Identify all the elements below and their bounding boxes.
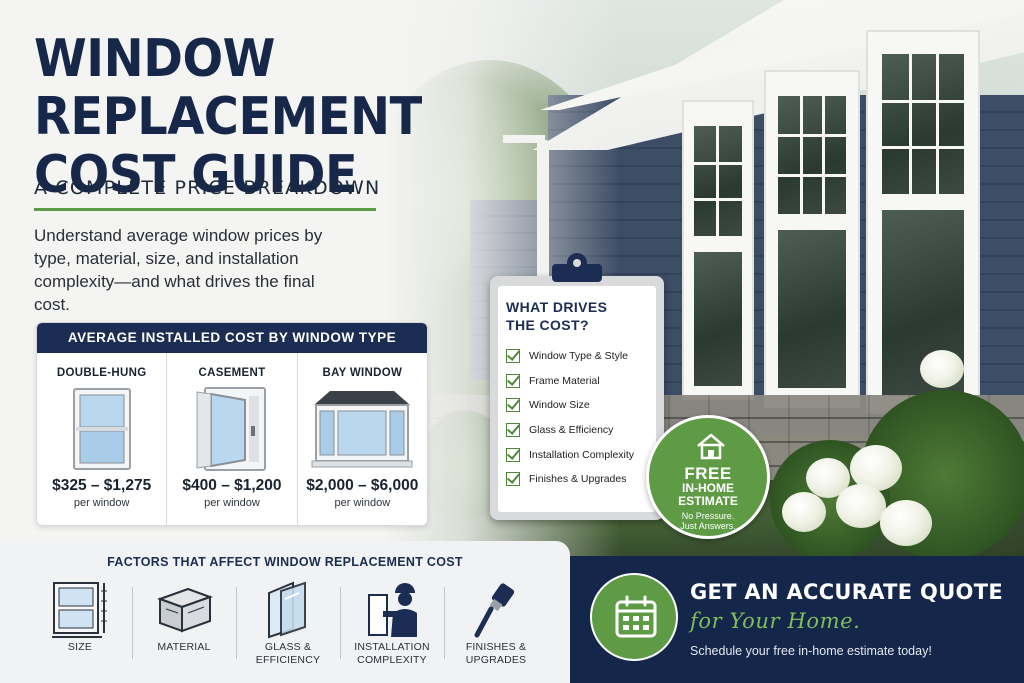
factor-installation: INSTALLATION COMPLEXITY xyxy=(340,579,444,675)
checklist-item-label: Finishes & Upgrades xyxy=(529,473,627,486)
badge-line1: IN-HOME xyxy=(682,481,734,495)
price-unit: per window xyxy=(73,497,130,509)
badge-free-text: FREE xyxy=(684,464,732,483)
house-window-middle xyxy=(764,70,860,408)
hydrangea-bloom xyxy=(836,484,886,528)
cost-card-bay-window: BAY WINDOW $2,000 – $6,000 per window xyxy=(296,353,427,525)
badge-note: No Pressure. Just Answers. xyxy=(649,511,767,531)
paintbrush-icon xyxy=(474,583,515,638)
factor-label: INSTALLATION COMPLEXITY xyxy=(340,641,444,667)
cost-drivers-clipboard: WHAT DRIVES THE COST? Window Type & Styl… xyxy=(490,253,664,520)
free-estimate-badge[interactable]: FREE IN-HOME ESTIMATE No Pressure. Just … xyxy=(646,415,770,539)
checklist-item-label: Installation Complexity xyxy=(529,448,635,461)
quote-cta-banner[interactable]: GET AN ACCURATE QUOTE for Your Home. Sch… xyxy=(570,556,1024,683)
checkbox-checked-icon xyxy=(506,447,520,462)
house-window-right xyxy=(866,30,980,414)
cost-panel-heading: AVERAGE INSTALLED COST BY WINDOW TYPE xyxy=(37,323,427,353)
factor-label-line1: GLASS & xyxy=(264,641,312,653)
factor-label-line2: COMPLEXITY xyxy=(357,654,427,666)
page-title-line1: WINDOW REPLACEMENT xyxy=(34,29,422,147)
drivers-checklist: Window Type & Style Frame Material Windo… xyxy=(506,344,634,492)
checklist-item-label: Window Type & Style xyxy=(529,350,629,363)
hydrangea-bloom xyxy=(880,500,932,546)
factor-material: MATERIAL xyxy=(132,579,236,675)
factor-label: GLASS & EFFICIENCY xyxy=(236,641,340,667)
checklist-item: Window Type & Style xyxy=(506,344,634,369)
factor-finishes: FINISHES & UPGRADES xyxy=(444,579,548,675)
window-type-name: CASEMENT xyxy=(198,367,266,379)
glass-pane-icon xyxy=(268,581,306,639)
window-type-name: BAY WINDOW xyxy=(322,367,403,379)
checkbox-checked-icon xyxy=(506,398,520,413)
green-divider xyxy=(34,208,376,211)
page-title-line2: COST GUIDE xyxy=(34,145,358,205)
window-price: $2,000 – $6,000 xyxy=(306,477,419,494)
double-hung-window-icon xyxy=(72,388,131,470)
factor-label-line1: SIZE xyxy=(67,641,93,653)
hydrangea-bloom xyxy=(850,445,902,491)
clipboard-clip-icon xyxy=(552,253,602,282)
bay-window-icon xyxy=(311,391,413,468)
checklist-item: Window Size xyxy=(506,393,634,418)
checkbox-checked-icon xyxy=(506,423,520,438)
drivers-title: WHAT DRIVES THE COST? xyxy=(506,298,646,334)
checklist-item: Finishes & Upgrades xyxy=(506,467,634,492)
cost-card-casement: CASEMENT $400 – $1,200 per window xyxy=(166,353,296,525)
checkbox-checked-icon xyxy=(506,373,520,388)
checklist-item-label: Frame Material xyxy=(529,374,600,387)
calendar-icon xyxy=(615,595,657,638)
clipboard-paper xyxy=(498,286,656,512)
hydrangea-bloom xyxy=(920,350,964,388)
house-icon xyxy=(697,433,725,460)
drivers-title-line2: THE COST? xyxy=(506,317,589,333)
badge-note1: No Pressure. xyxy=(681,511,735,521)
frame-profile-icon xyxy=(157,587,213,633)
checklist-item: Glass & Efficiency xyxy=(506,418,634,443)
factor-label: FINISHES & UPGRADES xyxy=(444,641,548,667)
casement-window-icon xyxy=(196,387,266,471)
cost-card-double-hung: DOUBLE-HUNG $325 – $1,275 per window xyxy=(37,353,166,525)
page-title: WINDOW REPLACEMENT COST GUIDE xyxy=(34,30,512,204)
checklist-item-label: Window Size xyxy=(529,399,590,412)
checkbox-checked-icon xyxy=(506,349,520,364)
factor-size: SIZE xyxy=(28,579,132,675)
intro-text: Understand average window prices by type… xyxy=(34,226,323,314)
factor-label: SIZE xyxy=(28,641,132,654)
page-subtitle: A COMPLETE PRICE BREAKDOWN xyxy=(34,177,381,199)
cta-script-text: for Your Home. xyxy=(690,609,861,633)
drivers-title-line1: WHAT DRIVES xyxy=(506,299,608,315)
factor-label-line1: INSTALLATION xyxy=(354,641,430,653)
window-type-name: DOUBLE-HUNG xyxy=(56,367,147,379)
window-price: $325 – $1,275 xyxy=(52,477,152,494)
cta-heading: GET AN ACCURATE QUOTE xyxy=(690,580,1003,604)
hydrangea-bloom xyxy=(782,492,826,532)
factor-label: MATERIAL xyxy=(132,641,236,654)
cta-subtext: Schedule your free in-home estimate toda… xyxy=(690,644,932,658)
measured-window-icon xyxy=(52,582,107,638)
badge-estimate-text: IN-HOME ESTIMATE xyxy=(649,482,767,508)
badge-note2: Just Answers. xyxy=(680,521,736,531)
factor-glass: GLASS & EFFICIENCY xyxy=(236,579,340,675)
badge-line2: ESTIMATE xyxy=(678,494,738,508)
checklist-item: Frame Material xyxy=(506,369,634,394)
price-unit: per window xyxy=(334,497,391,509)
factor-label-line2: UPGRADES xyxy=(465,654,527,666)
house-window-left xyxy=(682,100,754,400)
factors-heading: FACTORS THAT AFFECT WINDOW REPLACEMENT C… xyxy=(107,555,463,569)
factors-panel: FACTORS THAT AFFECT WINDOW REPLACEMENT C… xyxy=(0,541,570,683)
checklist-item-label: Glass & Efficiency xyxy=(529,424,614,437)
cost-by-type-panel: AVERAGE INSTALLED COST BY WINDOW TYPE DO… xyxy=(36,322,428,526)
factor-label-line1: MATERIAL xyxy=(157,641,211,653)
factor-label-line1: FINISHES & xyxy=(465,641,527,653)
checklist-item: Installation Complexity xyxy=(506,442,634,467)
installer-icon xyxy=(368,583,417,637)
price-unit: per window xyxy=(204,497,260,509)
factor-label-line2: EFFICIENCY xyxy=(255,654,321,666)
window-price: $400 – $1,200 xyxy=(182,477,282,494)
calendar-badge xyxy=(590,573,678,661)
checkbox-checked-icon xyxy=(506,472,520,487)
